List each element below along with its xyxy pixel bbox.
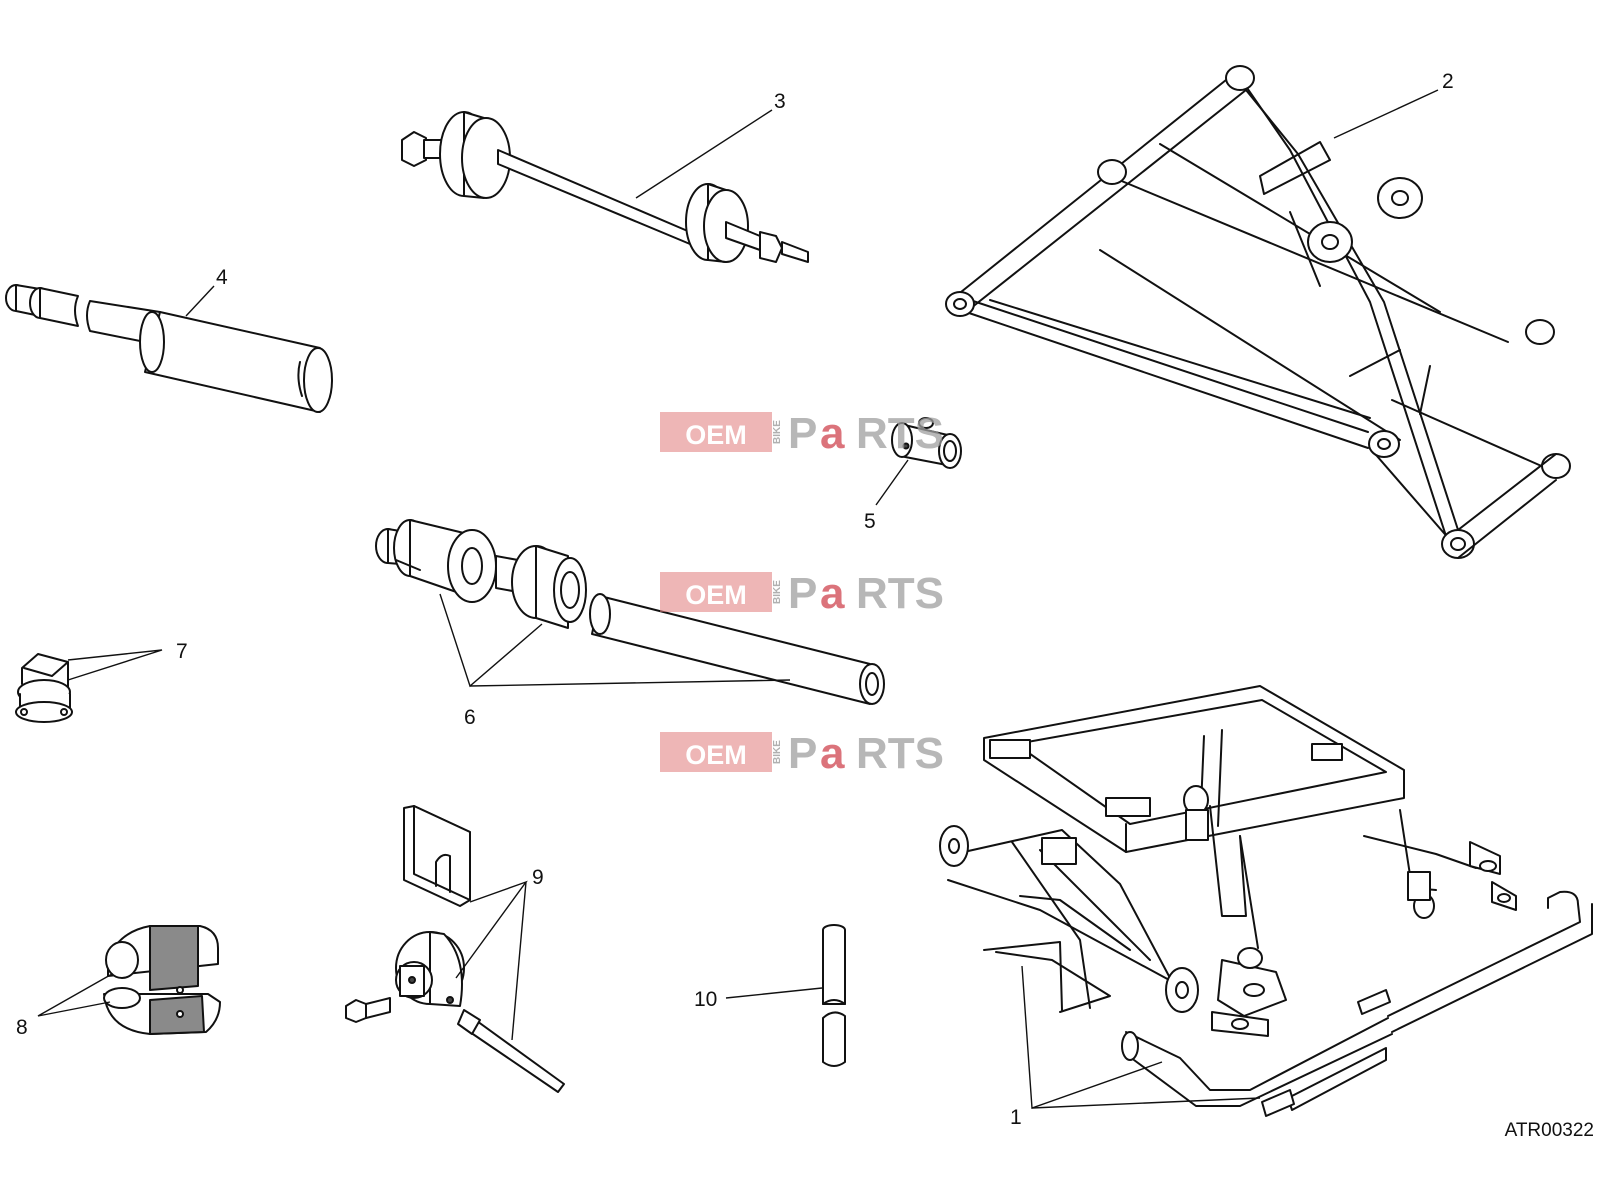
watermark-p-text: P <box>788 729 817 778</box>
watermark-middle: OEM BIKE P a RTS <box>660 569 944 618</box>
watermark-a-text: a <box>820 729 845 778</box>
diagram-reference-code: ATR00322 <box>1505 1120 1594 1141</box>
part-2-stand-frame <box>945 65 1571 559</box>
watermark-top: OEM BIKE P a RTS <box>660 409 944 458</box>
watermark-bike-text: BIKE <box>772 420 783 444</box>
watermark-p-text: P <box>788 409 817 458</box>
watermark-rts-text: RTS <box>856 569 944 618</box>
callout-labels: 4 3 2 5 6 7 8 9 10 1 <box>16 70 1454 1129</box>
part-4-handle-tool <box>5 284 333 413</box>
leader-10 <box>725 987 823 999</box>
watermark-oem-text: OEM <box>685 420 747 450</box>
part-7-cap-fitting <box>15 653 73 723</box>
leader-8 <box>37 973 113 1017</box>
leader-9b <box>511 881 527 1041</box>
leader-7 <box>67 649 163 681</box>
callout-1: 1 <box>1010 1106 1022 1129</box>
part-9-plate-holder-set <box>345 805 565 1093</box>
watermark-rts-text: RTS <box>856 409 944 458</box>
callout-3: 3 <box>774 90 786 113</box>
leader-3 <box>635 109 773 199</box>
leader-2 <box>1333 89 1439 139</box>
leader-1a <box>1021 965 1163 1109</box>
watermark-a-text: a <box>820 409 845 458</box>
leader-lines <box>37 89 1439 1109</box>
watermark-a-text: a <box>820 569 845 618</box>
callout-10: 10 <box>694 988 717 1011</box>
watermark-p-text: P <box>788 569 817 618</box>
callout-6: 6 <box>464 706 476 729</box>
leader-4 <box>185 285 215 317</box>
leader-1b <box>1031 1097 1261 1109</box>
leader-5 <box>875 459 909 506</box>
watermark-oem-text: OEM <box>685 580 747 610</box>
watermark-bike-text: BIKE <box>772 740 783 764</box>
callout-7: 7 <box>176 640 188 663</box>
part-10-split-bushing <box>822 924 846 1067</box>
watermark-rts-text: RTS <box>856 729 944 778</box>
part-1-jack-assembly <box>939 685 1593 1117</box>
callout-2: 2 <box>1442 70 1454 93</box>
callout-5: 5 <box>864 510 876 533</box>
part-5-pin-sleeve <box>891 417 962 469</box>
callout-9: 9 <box>532 866 544 889</box>
part-3-bearing-puller <box>401 111 809 263</box>
callout-8: 8 <box>16 1016 28 1039</box>
leader-6b <box>469 679 791 687</box>
watermark-oem-text: OEM <box>685 740 747 770</box>
watermark-bottom: OEM BIKE P a RTS <box>660 729 944 778</box>
watermark-bike-text: BIKE <box>772 580 783 604</box>
callout-4: 4 <box>216 266 228 289</box>
part-8-knurled-sleeve <box>103 925 221 1035</box>
part-6-drift-set <box>375 519 885 705</box>
